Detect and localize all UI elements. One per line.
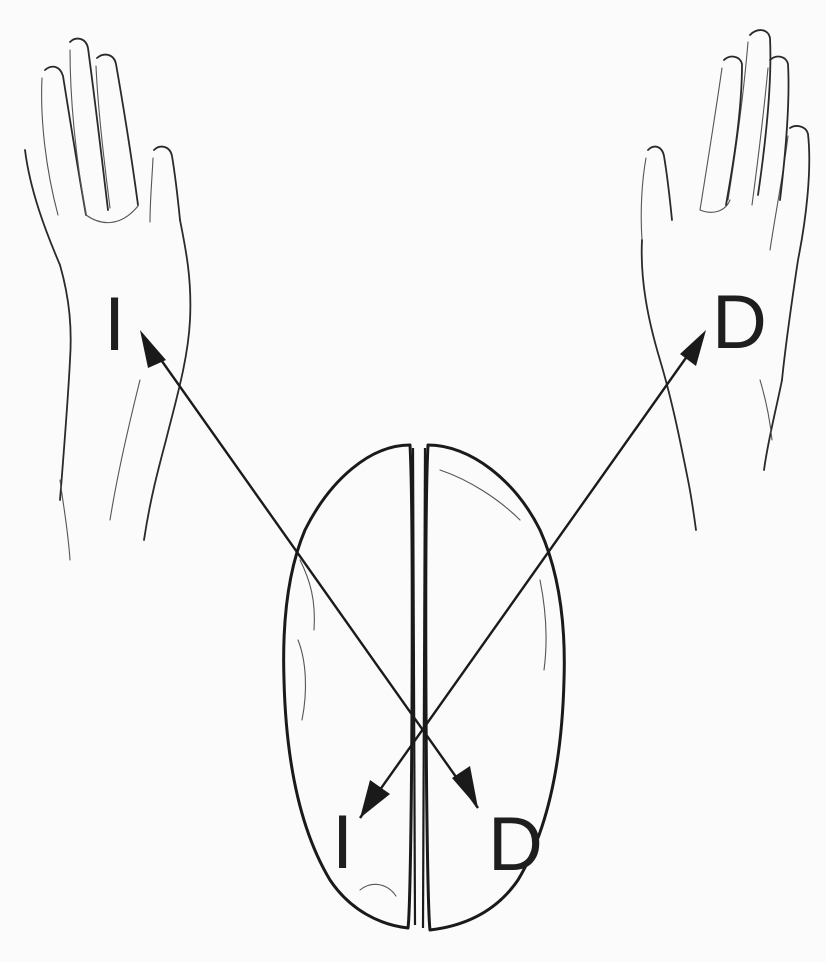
label-left-hand: I [104, 282, 125, 367]
arrowhead-left-hemisphere [360, 780, 390, 818]
label-left-hemisphere: I [332, 800, 353, 885]
label-right-hemisphere: D [488, 802, 543, 887]
arrow-to-left-hand [147, 340, 478, 808]
arrowhead-right-hemisphere [452, 766, 478, 808]
label-right-hand: D [712, 280, 767, 365]
